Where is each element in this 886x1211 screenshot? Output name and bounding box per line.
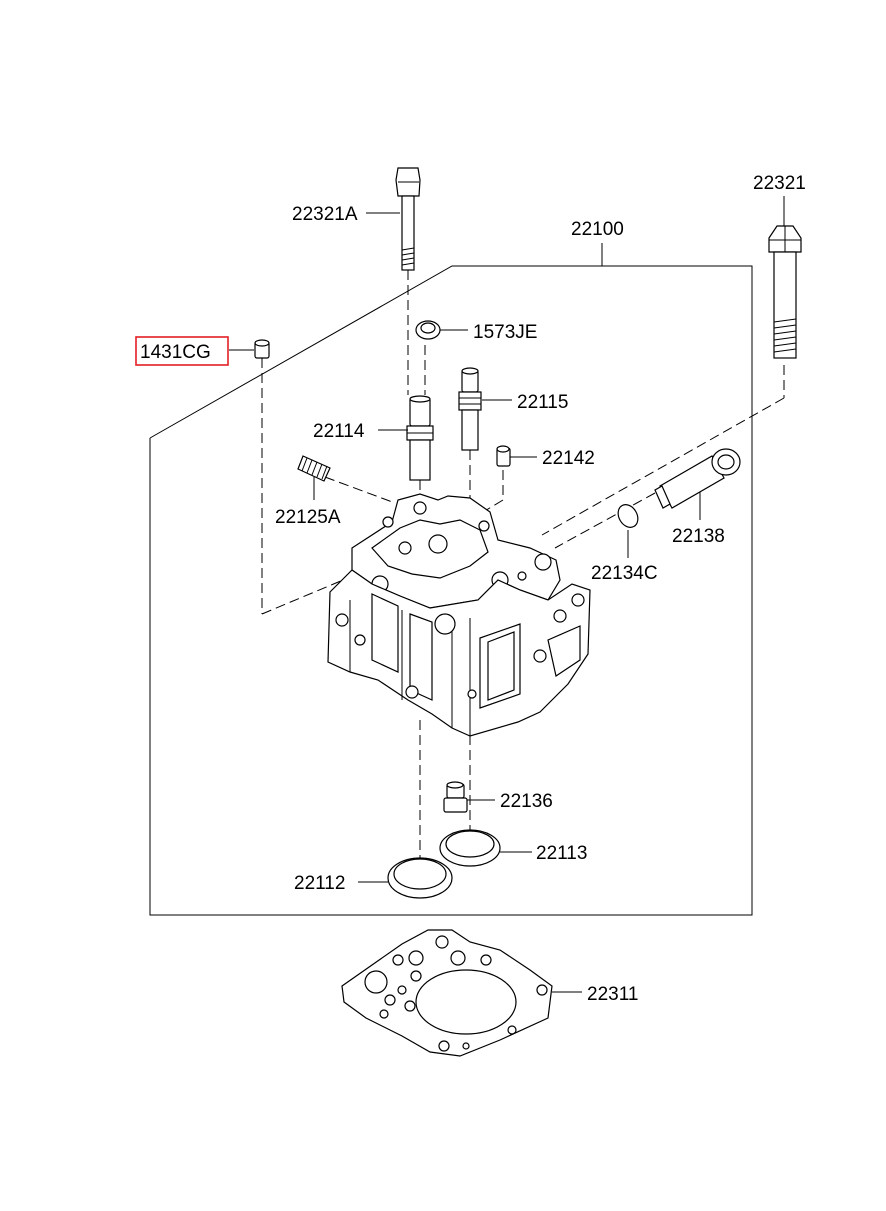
- label-1573je[interactable]: 1573JE: [473, 322, 537, 343]
- valve-guide-22115-icon[interactable]: [458, 367, 482, 451]
- dash-bolt-b2: [541, 397, 785, 536]
- dowel-1431cg-icon[interactable]: [254, 339, 270, 359]
- assembly-frame: [149, 265, 753, 916]
- seat-ring-22112-icon[interactable]: [387, 857, 453, 899]
- head-gasket-22311-icon[interactable]: [341, 929, 553, 1057]
- seal-1573je-icon[interactable]: [415, 320, 441, 340]
- label-22321[interactable]: 22321: [753, 173, 806, 194]
- bolt-22321-icon[interactable]: [768, 225, 802, 359]
- dash-22125a: [324, 476, 396, 504]
- bolt-22321a-icon[interactable]: [395, 167, 421, 271]
- label-1431cg[interactable]: 1431CG: [140, 342, 211, 363]
- pin-22142-icon[interactable]: [496, 445, 511, 467]
- label-22113[interactable]: 22113: [536, 843, 587, 864]
- dash-22138: [554, 492, 656, 549]
- plug-22136-icon[interactable]: [443, 781, 468, 813]
- label-22115[interactable]: 22115: [517, 392, 568, 413]
- label-22114[interactable]: 22114: [313, 421, 365, 442]
- label-22100[interactable]: 22100: [571, 219, 624, 240]
- o-ring-22134c-icon[interactable]: [614, 501, 642, 531]
- label-22142[interactable]: 22142: [542, 448, 595, 469]
- label-22112[interactable]: 22112: [294, 873, 345, 894]
- highlight-box-1431cg: [135, 336, 229, 366]
- seat-ring-22113-icon[interactable]: [439, 829, 501, 867]
- stud-22125a-icon[interactable]: [297, 455, 331, 482]
- label-22125a[interactable]: 22125A: [275, 507, 341, 528]
- dash-1431cg-b: [261, 574, 356, 615]
- sleeve-22138-icon[interactable]: [654, 448, 741, 509]
- cylinder-head-22100-icon[interactable]: [327, 493, 591, 737]
- label-22311[interactable]: 22311: [587, 984, 638, 1005]
- label-22136[interactable]: 22136: [500, 791, 553, 812]
- label-22134c[interactable]: 22134C: [591, 563, 658, 584]
- label-22138[interactable]: 22138: [672, 526, 725, 547]
- valve-guide-22114-icon[interactable]: [406, 395, 434, 481]
- label-22321a[interactable]: 22321A: [292, 204, 358, 225]
